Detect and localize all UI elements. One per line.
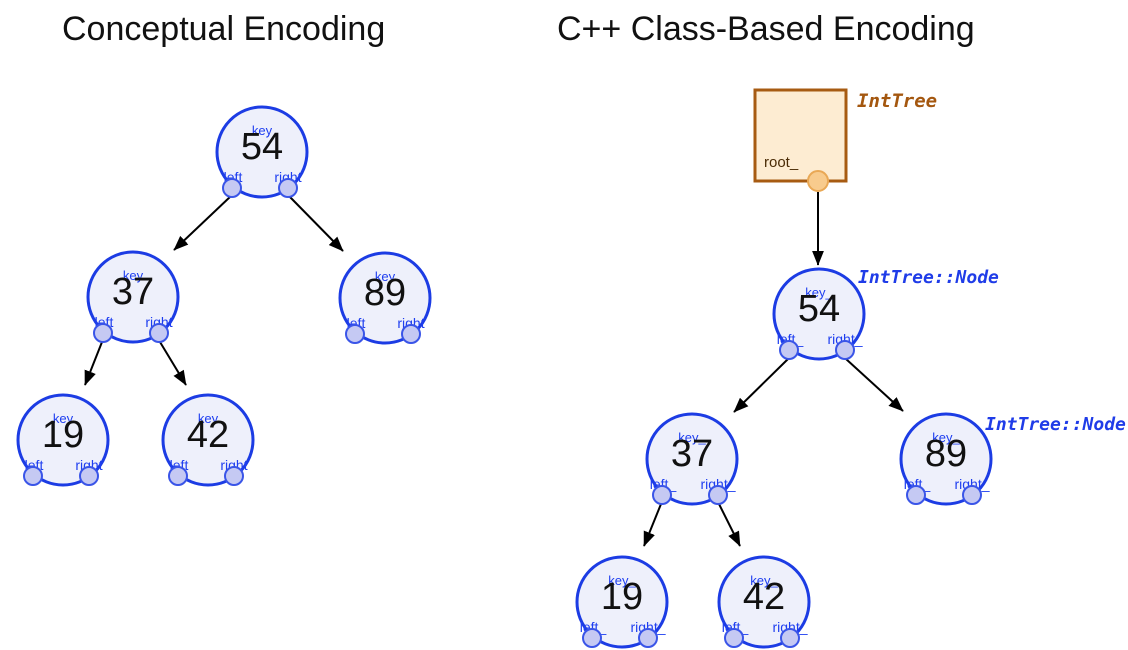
left-pointer-port xyxy=(222,178,242,198)
node-value: 19 xyxy=(601,576,643,618)
edge-37-right-to-42 xyxy=(718,503,741,547)
node-value: 19 xyxy=(42,414,84,456)
left-pointer-port xyxy=(724,628,744,648)
node-value: 42 xyxy=(743,576,785,618)
node-circle xyxy=(16,393,110,487)
right-field-label: right_ xyxy=(700,476,735,492)
right-pointer-port xyxy=(278,178,298,198)
node-circle xyxy=(899,412,993,506)
right-pointer-port xyxy=(79,466,99,486)
key-field-label: key_ xyxy=(932,430,960,445)
inttree-object-box: root_ IntTree xyxy=(753,88,937,192)
class-node-37: key_ 37 left_ right_ xyxy=(645,412,739,506)
node-value: 37 xyxy=(671,433,713,475)
edge-54-left-to-37 xyxy=(733,358,789,413)
right-pointer-port xyxy=(780,628,800,648)
right-field-label: right_ xyxy=(630,619,665,635)
right-pointer-port xyxy=(401,324,421,344)
class-node-42: key_ 42 left_ right_ xyxy=(717,555,811,649)
node-value: 54 xyxy=(241,126,283,168)
left-pointer-port xyxy=(93,323,113,343)
conceptual-tree-edges xyxy=(84,195,344,386)
node-type-label: IntTree::Node xyxy=(985,414,1126,435)
node-value: 42 xyxy=(187,414,229,456)
root-pointer-port xyxy=(807,170,829,192)
key-field-label: key xyxy=(53,411,74,426)
edge-37-left-to-19 xyxy=(643,503,662,547)
class-node-54: key_ 54 left_ right_ IntTree::Node xyxy=(772,267,999,361)
node-type-label: IntTree::Node xyxy=(858,267,999,288)
right-pointer-port xyxy=(708,485,728,505)
class-node-19: key_ 19 left_ right_ xyxy=(575,555,669,649)
right-pointer-port xyxy=(638,628,658,648)
right-pointer-port xyxy=(962,485,982,505)
edge-54-right-to-89 xyxy=(288,195,344,252)
left-pointer-port xyxy=(906,485,926,505)
edge-37-left-to-19 xyxy=(84,341,103,386)
key-field-label: key xyxy=(198,411,219,426)
right-panel-title: C++ Class-Based Encoding xyxy=(557,10,975,48)
right-field-label: right_ xyxy=(954,476,989,492)
conceptual-node-37: key 37 left right xyxy=(86,250,180,344)
node-circle xyxy=(215,105,309,199)
node-circle xyxy=(338,251,432,345)
key-field-label: key xyxy=(375,269,396,284)
right-field-label: right_ xyxy=(827,331,862,347)
left-pointer-port xyxy=(345,324,365,344)
class-node-89: key_ 89 left_ right_ IntTree::Node xyxy=(899,412,1126,506)
left-pointer-port xyxy=(779,340,799,360)
left-pointer-port xyxy=(23,466,43,486)
node-value: 54 xyxy=(798,288,840,330)
edge-54-left-to-37 xyxy=(173,195,232,251)
edge-37-right-to-42 xyxy=(159,341,187,386)
node-circle xyxy=(575,555,669,649)
edge-54-right-to-89 xyxy=(845,358,904,412)
key-field-label: key xyxy=(252,123,273,138)
key-field-label: key xyxy=(123,268,144,283)
key-field-label: key_ xyxy=(750,573,778,588)
node-circle xyxy=(161,393,255,487)
right-field-label: right_ xyxy=(772,619,807,635)
right-pointer-port xyxy=(835,340,855,360)
right-pointer-port xyxy=(149,323,169,343)
conceptual-node-89: key 89 left right xyxy=(338,251,432,345)
left-pointer-port xyxy=(652,485,672,505)
node-value: 89 xyxy=(925,433,967,475)
left-pointer-port xyxy=(582,628,602,648)
key-field-label: key_ xyxy=(805,285,833,300)
inttree-type-label: IntTree xyxy=(857,90,937,112)
class-tree-edges xyxy=(643,192,904,547)
left-panel-title: Conceptual Encoding xyxy=(62,10,385,48)
right-pointer-port xyxy=(224,466,244,486)
conceptual-node-54: key 54 left right xyxy=(215,105,309,199)
tree-object-rect xyxy=(753,88,848,183)
node-circle xyxy=(645,412,739,506)
left-pointer-port xyxy=(168,466,188,486)
key-field-label: key_ xyxy=(678,430,706,445)
key-field-label: key_ xyxy=(608,573,636,588)
conceptual-node-19: key 19 left right xyxy=(16,393,110,487)
conceptual-node-42: key 42 left right xyxy=(161,393,255,487)
node-value: 37 xyxy=(112,271,154,313)
node-value: 89 xyxy=(364,272,406,314)
root-field-label: root_ xyxy=(764,154,799,171)
node-circle xyxy=(717,555,811,649)
node-circle xyxy=(772,267,866,361)
node-circle xyxy=(86,250,180,344)
